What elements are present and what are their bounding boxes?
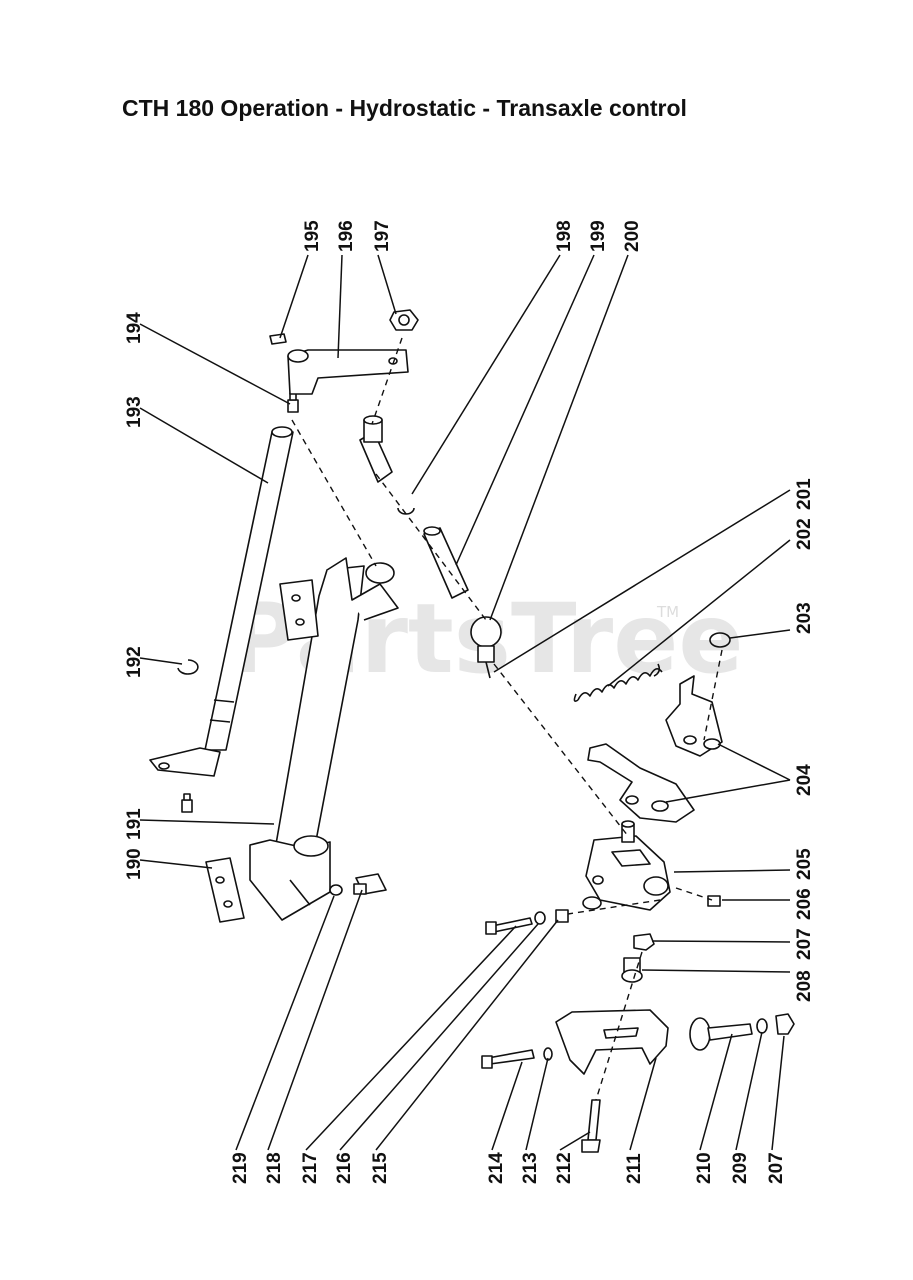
callout-200[interactable]: 200 xyxy=(622,220,643,252)
part-217-bolt[interactable] xyxy=(485,917,533,935)
callout-192[interactable]: 192 xyxy=(124,646,145,678)
part-208-bushing[interactable] xyxy=(621,957,643,983)
part-200-ball-socket[interactable] xyxy=(470,616,502,679)
part-219-washer[interactable] xyxy=(329,884,343,896)
callout-191[interactable]: 191 xyxy=(124,808,145,840)
part-195-clip[interactable] xyxy=(269,333,287,345)
callout-216[interactable]: 216 xyxy=(334,1152,355,1184)
callout-211[interactable]: 211 xyxy=(624,1153,645,1184)
part-215-spacer[interactable] xyxy=(555,909,569,923)
callout-193[interactable]: 193 xyxy=(124,396,145,428)
part-194-fitting[interactable] xyxy=(287,392,299,413)
part-ball-joint[interactable] xyxy=(359,415,393,483)
callout-203[interactable]: 203 xyxy=(794,602,815,634)
part-214-bolt[interactable] xyxy=(481,1049,535,1069)
part-218-bolt[interactable] xyxy=(353,873,387,895)
callout-209[interactable]: 209 xyxy=(730,1152,751,1184)
callout-206[interactable]: 206 xyxy=(794,888,815,920)
watermark-trademark: TM xyxy=(656,603,679,621)
callout-207-upper[interactable]: 207 xyxy=(794,928,815,960)
assembly-guide-lines xyxy=(291,337,723,1101)
callout-205[interactable]: 205 xyxy=(794,848,815,880)
part-207-nut-upper[interactable] xyxy=(633,933,655,951)
leader-lines xyxy=(139,254,791,1151)
part-191-tube[interactable] xyxy=(249,557,399,921)
callout-218[interactable]: 218 xyxy=(264,1152,285,1184)
part-206-nut[interactable] xyxy=(707,895,721,907)
callout-212[interactable]: 212 xyxy=(554,1152,575,1184)
part-203-snap-ring[interactable] xyxy=(709,632,731,648)
callout-195[interactable]: 195 xyxy=(302,220,323,252)
part-209-washer[interactable] xyxy=(756,1018,768,1034)
part-212-bolt[interactable] xyxy=(581,1099,601,1153)
callout-190[interactable]: 190 xyxy=(124,848,145,880)
callout-217[interactable]: 217 xyxy=(300,1152,321,1184)
callout-204[interactable]: 204 xyxy=(794,764,815,796)
part-193-shaft[interactable] xyxy=(149,426,294,777)
callout-197[interactable]: 197 xyxy=(372,220,393,252)
callout-199[interactable]: 199 xyxy=(588,220,609,252)
callout-210[interactable]: 210 xyxy=(694,1152,715,1184)
callout-207-lower[interactable]: 207 xyxy=(766,1152,787,1184)
part-204-upper-bracket[interactable] xyxy=(665,675,723,757)
part-210-carriage-bolt[interactable] xyxy=(689,1017,753,1051)
callout-196[interactable]: 196 xyxy=(336,220,357,252)
part-192-eclip[interactable] xyxy=(177,659,199,675)
part-207-nut-lower[interactable] xyxy=(775,1013,795,1035)
callout-208[interactable]: 208 xyxy=(794,970,815,1002)
callout-labels: 190 191 192 193 194 195 196 197 198 199 … xyxy=(124,220,815,1184)
callout-202[interactable]: 202 xyxy=(794,518,815,550)
part-192-fitting[interactable] xyxy=(181,793,193,813)
part-190-plate[interactable] xyxy=(205,857,245,923)
callout-194[interactable]: 194 xyxy=(124,312,145,344)
part-205-control-bracket[interactable] xyxy=(582,820,671,911)
part-196-lever[interactable] xyxy=(287,349,409,395)
part-211-channel-bracket[interactable] xyxy=(555,1009,669,1075)
part-201-spring[interactable] xyxy=(573,663,663,702)
callout-215[interactable]: 215 xyxy=(370,1152,391,1184)
part-197-nut[interactable] xyxy=(389,309,419,331)
callout-198[interactable]: 198 xyxy=(554,220,575,252)
part-204-lower-bracket[interactable] xyxy=(587,743,695,823)
callout-213[interactable]: 213 xyxy=(520,1152,541,1184)
part-bracket-plate[interactable] xyxy=(279,579,319,641)
callout-214[interactable]: 214 xyxy=(486,1152,507,1184)
callout-219[interactable]: 219 xyxy=(230,1152,251,1184)
callout-201[interactable]: 201 xyxy=(794,478,815,510)
page-title: CTH 180 Operation - Hydrostatic - Transa… xyxy=(122,95,687,121)
part-216-washer[interactable] xyxy=(534,911,546,925)
